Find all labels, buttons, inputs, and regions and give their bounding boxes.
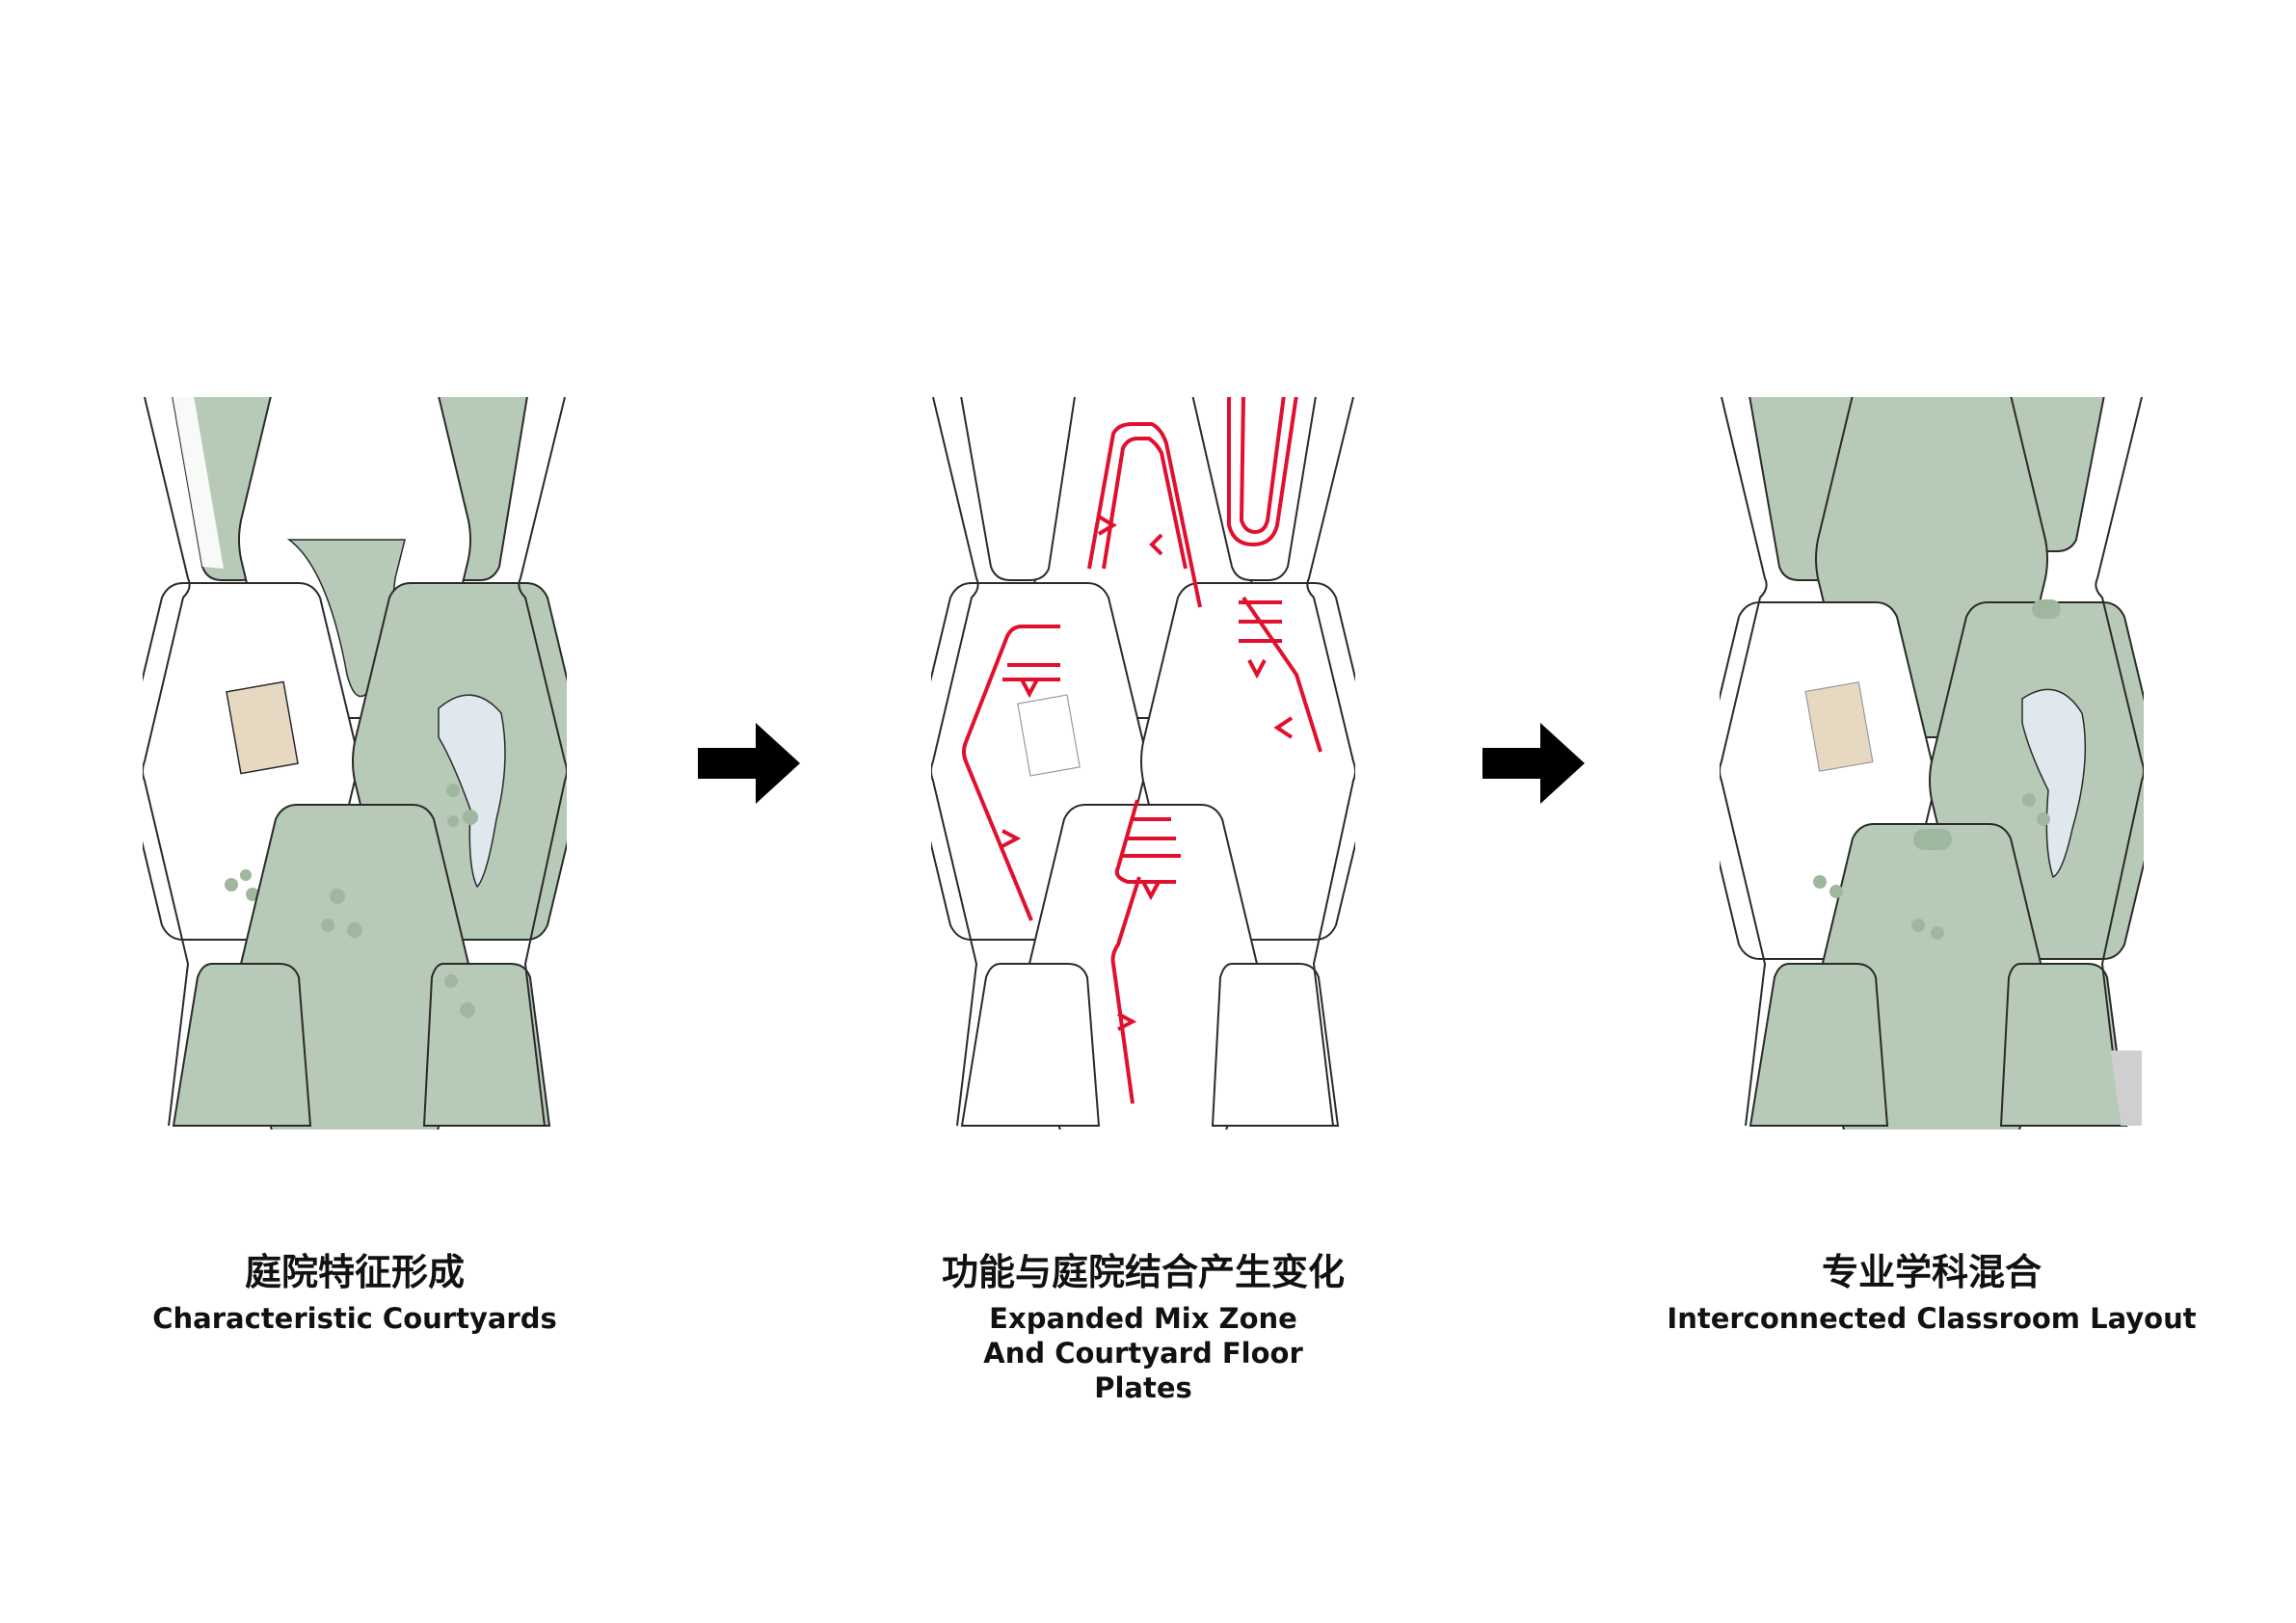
pond (2021, 688, 2087, 879)
panel-3-title-en: Interconnected Classroom Layout (1667, 1302, 2197, 1335)
courtyard-cell (172, 963, 312, 1127)
basketball-court-icon (1017, 694, 1081, 777)
panel-1-courtyards (143, 397, 567, 1130)
circulation-lines (962, 397, 1322, 1104)
right-arrow-icon (698, 723, 800, 804)
panel-1-caption: 庭院特征形成 Characteristic Courtyards (56, 1249, 654, 1336)
panel-2-caption: 功能与庭院结合产生变化 Expanded Mix Zone And Courty… (844, 1249, 1442, 1405)
courtyard-cell (143, 582, 358, 941)
panel-3-title-zh: 专业学科混合 (1821, 1251, 2042, 1293)
panel-2-title-en: Expanded Mix Zone And Courtyard Floor Pl… (983, 1302, 1303, 1404)
courtyard-cell (238, 804, 471, 1130)
panel-1-title-zh: 庭院特征形成 (244, 1251, 465, 1293)
right-arrow-icon (1482, 723, 1585, 804)
panel-2-title-zh: 功能与庭院结合产生变化 (941, 1251, 1345, 1293)
panel-3-classroom-layout (1720, 397, 2144, 1130)
pond (438, 694, 506, 889)
panel-1-title-en: Characteristic Courtyards (152, 1302, 557, 1335)
basketball-court-icon (1804, 681, 1874, 772)
panel-3-caption: 专业学科混合 Interconnected Classroom Layout (1633, 1249, 2230, 1336)
courtyard-cell (422, 963, 551, 1127)
panel-2-mix-zone (931, 397, 1355, 1130)
basketball-court-icon (226, 680, 299, 775)
courtyard-cell (352, 582, 567, 941)
